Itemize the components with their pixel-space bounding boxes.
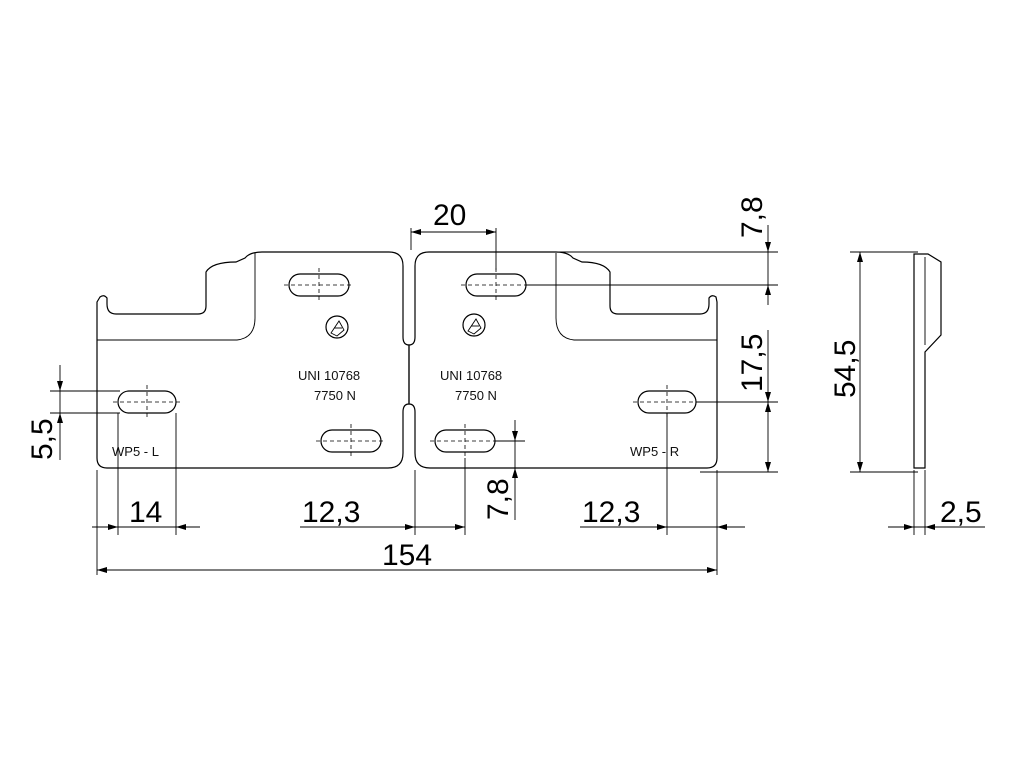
right-code-text: 7750 N bbox=[455, 388, 497, 403]
side-view-outline bbox=[913, 253, 942, 469]
right-standard-text: UNI 10768 bbox=[440, 368, 502, 383]
right-label-text: WP5 - R bbox=[630, 444, 679, 459]
dim-slot-offset-bottom: 7,8 bbox=[482, 478, 515, 520]
left-label-text: WP5 - L bbox=[112, 444, 159, 459]
arrowhead bbox=[857, 252, 863, 262]
dim-slot-offset-top: 7,8 bbox=[736, 196, 769, 238]
arrowhead bbox=[657, 524, 667, 530]
dim-overall-height: 54,5 bbox=[829, 340, 862, 398]
dim-thickness: 2,5 bbox=[940, 496, 982, 529]
right-plate: UNI 10768 7750 N WP5 - R bbox=[408, 251, 718, 469]
dim-slot-spacing-top: 20 bbox=[433, 199, 466, 232]
arrowhead bbox=[707, 567, 717, 573]
arrowhead bbox=[765, 392, 771, 402]
arrowhead bbox=[455, 524, 465, 530]
arrowhead bbox=[512, 468, 518, 478]
dimension-lines bbox=[50, 225, 985, 575]
arrowhead bbox=[925, 524, 935, 530]
arrowhead bbox=[97, 567, 107, 573]
arrowhead bbox=[57, 413, 63, 423]
left-plate-bend-line bbox=[97, 253, 256, 341]
dim-slot-vertical-spacing: 17,5 bbox=[736, 334, 769, 392]
arrowhead bbox=[857, 462, 863, 472]
quality-mark-icon bbox=[325, 315, 349, 339]
arrowhead bbox=[904, 524, 914, 530]
arrowhead bbox=[765, 402, 771, 412]
left-plate-outline bbox=[96, 251, 410, 469]
dim-center-offset-right: 12,3 bbox=[582, 496, 640, 529]
quality-mark-icon bbox=[462, 313, 486, 337]
arrowhead bbox=[765, 242, 771, 252]
arrowhead bbox=[108, 524, 118, 530]
arrowhead bbox=[765, 462, 771, 472]
left-standard-text: UNI 10768 bbox=[298, 368, 360, 383]
dim-overall-width: 154 bbox=[382, 539, 432, 572]
arrowhead bbox=[765, 285, 771, 295]
arrowhead bbox=[717, 524, 727, 530]
arrowhead bbox=[512, 431, 518, 441]
dimension-labels: 20 7,8 17,5 54,5 5,5 14 12,3 7,8 12,3 15… bbox=[26, 196, 982, 572]
left-code-text: 7750 N bbox=[314, 388, 356, 403]
arrowhead bbox=[411, 229, 421, 235]
right-plate-outline bbox=[408, 251, 718, 469]
dim-center-offset-left: 12,3 bbox=[302, 496, 360, 529]
arrowhead bbox=[176, 524, 186, 530]
dim-slot-edge-offset: 14 bbox=[129, 496, 162, 529]
side-view bbox=[913, 253, 942, 469]
arrowhead bbox=[405, 524, 415, 530]
dim-slot-height: 5,5 bbox=[26, 418, 59, 460]
arrowhead bbox=[486, 229, 496, 235]
left-plate: UNI 10768 7750 N WP5 - L bbox=[96, 251, 410, 469]
arrowhead bbox=[57, 381, 63, 391]
right-plate-bend-line bbox=[555, 253, 717, 341]
